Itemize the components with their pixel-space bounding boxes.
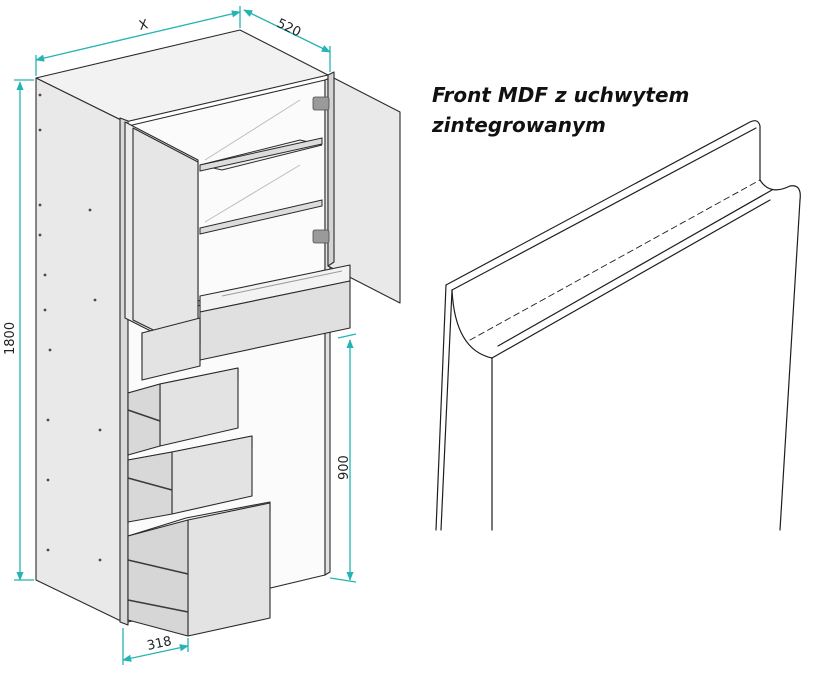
hinges [312, 96, 330, 244]
width-label: X [138, 17, 150, 34]
right-door-edge [327, 71, 335, 267]
front-face-right [779, 199, 801, 531]
top-drawer [199, 264, 351, 361]
handle-groove-dashed [469, 179, 761, 341]
shelf-1-edge [199, 137, 323, 172]
height-label: 1800 [3, 322, 18, 355]
shelves [199, 99, 323, 235]
front-left-edge [435, 284, 447, 531]
handle-groove-line [491, 199, 771, 359]
hinge-icon [312, 229, 330, 244]
shelf-2-edge [199, 199, 323, 235]
hinge-icon [312, 96, 330, 111]
dimension-lines [14, 6, 357, 665]
width-dimension-line [35, 10, 241, 62]
handle-groove-left [451, 289, 493, 359]
drawer-4-side [127, 519, 189, 637]
depth-dimension-line [243, 9, 331, 53]
caption-line-1: Front MDF z uchwytem [432, 83, 690, 107]
handle-groove-right [759, 179, 801, 201]
left-door [124, 121, 199, 356]
handle-top-lip [445, 120, 761, 286]
caption-line-2: zintegrowanym [432, 113, 606, 137]
drawer-1-front [141, 317, 201, 381]
left-door-inner [132, 127, 199, 353]
right-door [327, 71, 401, 304]
drawer-4-front [187, 502, 271, 637]
drawer-3-side [127, 451, 173, 523]
drawer-2-side [127, 383, 161, 456]
mdf-front-detail [435, 120, 801, 531]
drawer-width-dimension-line [122, 644, 189, 662]
shelf-pin-holes [38, 93, 102, 562]
drawer-runners [127, 409, 189, 613]
front-caption: Front MDF z uchwytem zintegrowanym [432, 80, 689, 140]
drawer-width-label: 318 [146, 634, 173, 654]
lower-drawers [127, 317, 271, 637]
base-height-label: 900 [337, 455, 352, 480]
